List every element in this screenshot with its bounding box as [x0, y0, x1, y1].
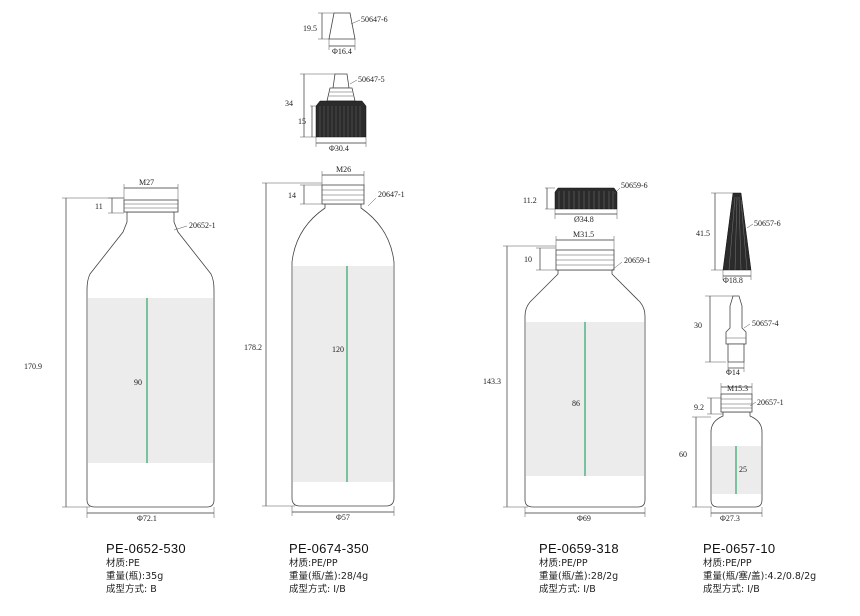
part-number-cap-4: 50657-6 [754, 219, 781, 228]
thread-dim-4: M15.3 [727, 384, 748, 393]
label-height-dim-1: 90 [134, 378, 142, 387]
closure-spout-2 [332, 73, 350, 89]
thread-dim-3: M31.5 [573, 230, 594, 239]
plug-diameter-dim-4: Φ14 [726, 368, 740, 377]
neck-height-dim-4: 9.2 [694, 403, 704, 412]
overall-height-dim-3: 143.3 [483, 377, 501, 386]
caption-pe-0674-350: PE-0674-350 材质:PE/PP 重量(瓶/盖):28/4g 成型方式:… [289, 542, 369, 596]
weight-spec: 重量(瓶/盖):28/4g [289, 571, 369, 582]
model-name: PE-0652-530 [106, 541, 186, 556]
overall-height-dim-4: 60 [679, 450, 687, 459]
part-number-cap-3: 50659-6 [621, 181, 648, 190]
bottle-pe-0657-10: 41.5 Φ18.8 50657-6 30 Φ14 50657-4 25 M15… [679, 192, 784, 523]
closure-height-dim-2: 34 [285, 99, 293, 108]
material-spec: 材质:PE/PP [539, 558, 588, 569]
label-height-dim-3: 86 [572, 399, 580, 408]
model-name: PE-0657-10 [703, 541, 776, 556]
bottle-pe-0674-350: 19.5 Φ16.4 50647-6 34 15 Φ30.4 50647-5 [244, 12, 405, 522]
neck-height-dim-1: 11 [95, 202, 103, 211]
cap-height-dim-2: 19.5 [303, 24, 317, 33]
forming-spec: 成型方式: B [106, 584, 157, 595]
neck-height-dim-2: 14 [288, 191, 296, 200]
overall-height-dim-1: 170.9 [24, 362, 42, 371]
neck-finish-2 [321, 184, 365, 205]
cap-diameter-dim-2: Φ16.4 [332, 47, 352, 56]
bottle-pe-0652-530: 90 M27 11 170.9 Φ72.1 20652-1 [24, 178, 216, 523]
forming-spec: 成型方式: I/B [539, 584, 596, 595]
diameter-dim-2: Φ57 [336, 513, 350, 522]
neck-height-dim-3: 10 [524, 255, 532, 264]
neck-finish-4 [720, 393, 753, 413]
material-spec: 材质:PE/PP [703, 558, 752, 569]
caption-pe-0652-530: PE-0652-530 材质:PE 重量(瓶):35g 成型方式: B [106, 542, 186, 596]
part-number-bottle-2: 20647-1 [378, 190, 405, 199]
top-cap-2 [328, 12, 356, 40]
diameter-dim-4: Φ27.3 [720, 514, 740, 523]
closure-diameter-dim-2: Φ30.4 [329, 144, 349, 153]
cap-diameter-dim-4: Φ18.8 [723, 276, 743, 285]
part-number-bottle-3: 20659-1 [624, 256, 651, 265]
dropper-plug-4 [725, 295, 747, 345]
material-spec: 材质:PE [106, 558, 140, 569]
caption-pe-0659-318: PE-0659-318 材质:PE/PP 重量(瓶/盖):28/2g 成型方式:… [539, 542, 619, 596]
thread-dim-1: M27 [139, 178, 154, 187]
label-height-dim-4: 25 [739, 465, 747, 474]
thread-dim-2: M26 [336, 165, 351, 174]
weight-spec: 重量(瓶/盖):28/2g [539, 571, 619, 582]
forming-spec: 成型方式: I/B [703, 584, 760, 595]
part-number-cap-2: 50647-6 [361, 15, 388, 24]
diameter-dim-3: Φ69 [577, 514, 591, 523]
cap-diameter-dim-3: Ø34.8 [574, 215, 594, 224]
part-number-bottle-4: 20657-1 [757, 398, 784, 407]
cap-height-dim-4: 41.5 [696, 229, 710, 238]
bottle-pe-0659-318: 11.2 Ø34.8 50659-6 86 M31.5 10 143.3 Φ69… [483, 181, 651, 523]
weight-spec: 重量(瓶/塞/盖):4.2/0.8/2g [703, 571, 817, 582]
cap-height-dim-3: 11.2 [523, 196, 537, 205]
forming-spec: 成型方式: I/B [289, 584, 346, 595]
part-number-bottle-1: 20652-1 [189, 221, 216, 230]
screw-cap-3 [554, 187, 618, 210]
model-name: PE-0674-350 [289, 541, 369, 556]
material-spec: 材质:PE/PP [289, 558, 338, 569]
part-number-plug-4: 50657-4 [752, 319, 779, 328]
diameter-dim-1: Φ72.1 [137, 514, 157, 523]
weight-spec: 重量(瓶):35g [106, 571, 164, 582]
model-name: PE-0659-318 [539, 541, 619, 556]
label-panel-1 [88, 298, 213, 463]
closure-base-height-dim-2: 15 [298, 117, 306, 126]
label-height-dim-2: 120 [332, 345, 344, 354]
neck-finish-1 [123, 199, 179, 213]
label-panel-2 [293, 266, 393, 482]
part-number-closure-2: 50647-5 [358, 75, 385, 84]
overall-height-dim-2: 178.2 [244, 343, 262, 352]
closure-base-2 [315, 100, 367, 138]
plug-height-dim-4: 30 [694, 321, 702, 330]
caption-pe-0657-10: PE-0657-10 材质:PE/PP 重量(瓶/塞/盖):4.2/0.8/2g… [703, 542, 816, 596]
